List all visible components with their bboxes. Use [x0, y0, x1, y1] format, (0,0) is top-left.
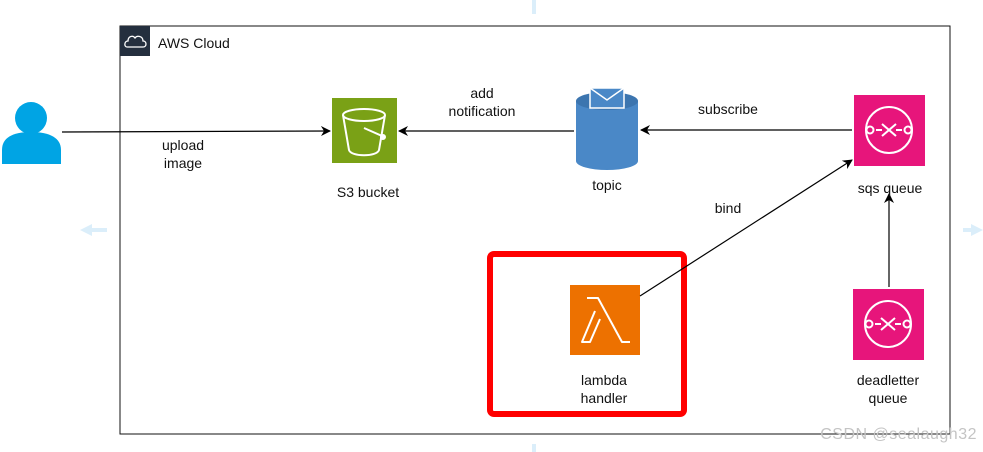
deadletter-queue-node[interactable] [853, 289, 924, 360]
user-icon[interactable] [2, 102, 61, 164]
s3-bucket-icon [342, 108, 386, 157]
deadletter-queue-label: deadletter queue [856, 372, 920, 406]
aws-cloud-badge [120, 26, 150, 56]
aws-cloud-title: AWS Cloud [158, 35, 230, 51]
add-notification-label: add notification [448, 85, 516, 119]
aws-cloud-container [119, 25, 951, 435]
cloud-icon [124, 35, 147, 48]
sns-topic-node[interactable] [576, 87, 638, 170]
sqs-queue-icon [864, 300, 912, 348]
sqs-queue-icon [865, 106, 913, 154]
s3-bucket-node[interactable] [332, 98, 397, 163]
edges [61, 125, 894, 297]
sqs-queue-label: sqs queue [857, 180, 923, 196]
bind-label: bind [714, 200, 742, 216]
lambda-highlight-box [487, 251, 687, 417]
subscribe-label: subscribe [698, 101, 758, 117]
envelope-icon [589, 87, 625, 109]
lambda-handler-label: lambda handler [580, 372, 628, 406]
lambda-node[interactable] [570, 285, 640, 355]
ghost-guides [80, 0, 983, 452]
edge-bind [639, 159, 853, 297]
s3-bucket-label: S3 bucket [336, 184, 400, 200]
upload-image-label: upload image [161, 137, 205, 171]
topic-label: topic [592, 177, 622, 193]
sqs-queue-node[interactable] [854, 95, 925, 166]
watermark: CSDN @sealaugh32 [820, 426, 977, 443]
edge-upload [61, 126, 331, 137]
lambda-icon [581, 297, 630, 343]
